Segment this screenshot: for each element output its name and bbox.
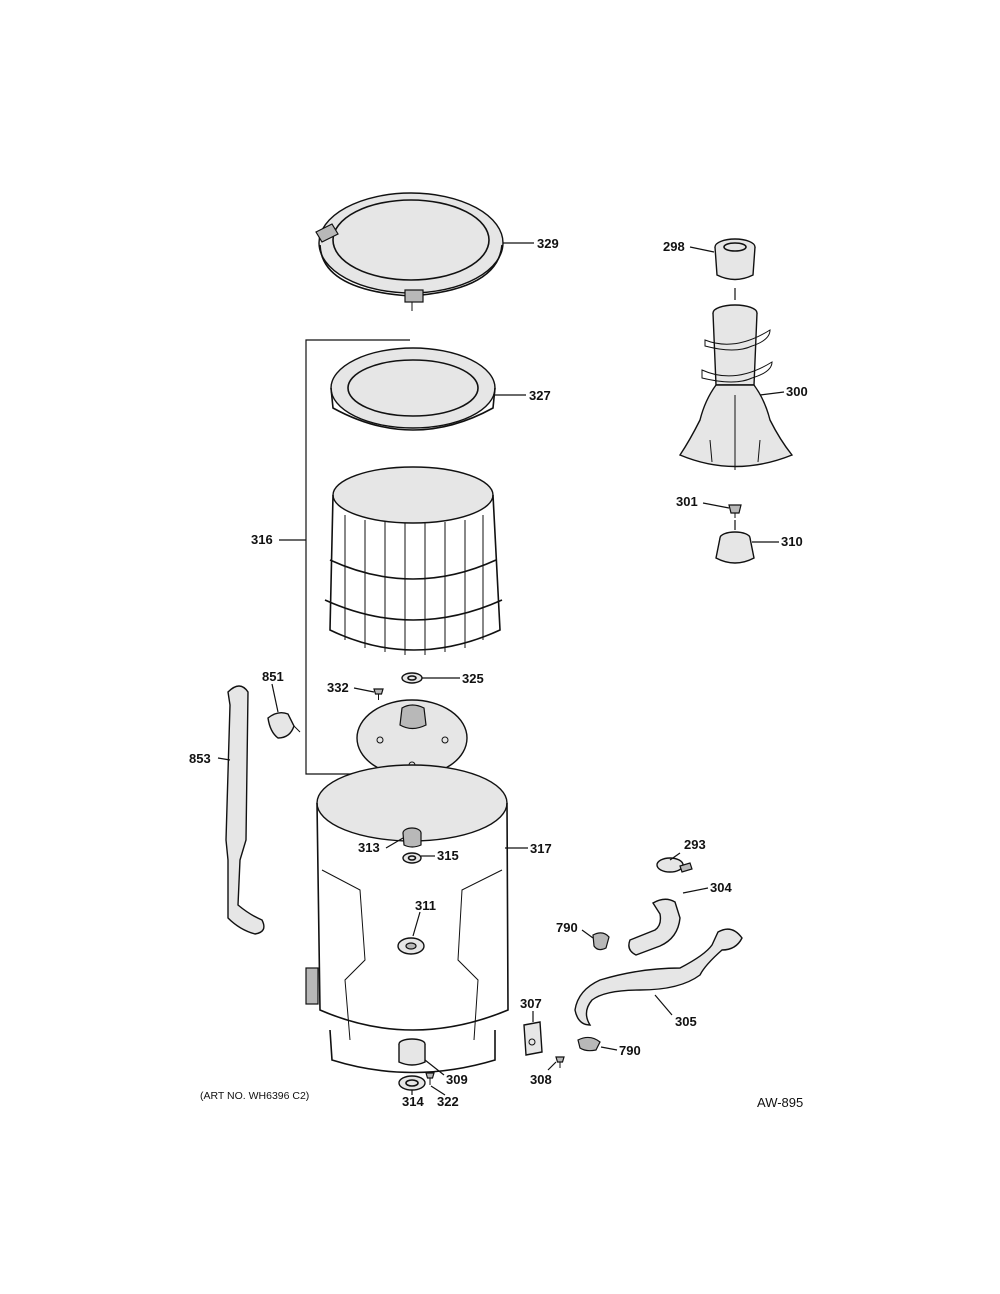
part-298-agitator-cap	[714, 238, 756, 281]
part-790-clamp-lower	[577, 1036, 601, 1052]
part-311-seal	[397, 937, 425, 955]
part-329-tub-cover	[315, 192, 504, 311]
label-309: 309	[446, 1072, 468, 1087]
label-853: 853	[189, 751, 211, 766]
part-293-hose-clamp	[656, 857, 693, 873]
part-309-hub	[398, 1038, 426, 1066]
part-spin-basket	[324, 466, 503, 655]
part-308-screw	[555, 1056, 565, 1068]
label-317: 317	[530, 841, 552, 856]
label-314: 314	[402, 1094, 424, 1109]
label-310: 310	[781, 534, 803, 549]
label-311: 311	[415, 898, 436, 913]
label-332: 332	[327, 680, 349, 695]
label-790-lower: 790	[619, 1043, 641, 1058]
part-322-screw	[425, 1072, 435, 1085]
label-327: 327	[529, 388, 551, 403]
label-300: 300	[786, 384, 808, 399]
part-313-nut	[402, 827, 422, 848]
part-317-outer-tub	[305, 764, 509, 1074]
label-851: 851	[262, 669, 284, 684]
part-315-washer	[402, 852, 422, 864]
label-313: 313	[358, 840, 380, 855]
part-853-tube	[225, 685, 265, 935]
diagram-code: AW-895	[757, 1095, 803, 1110]
label-307: 307	[520, 996, 542, 1011]
label-329: 329	[537, 236, 559, 251]
label-298: 298	[663, 239, 685, 254]
part-300-agitator	[678, 304, 794, 470]
label-301: 301	[676, 494, 698, 509]
label-316: 316	[251, 532, 273, 547]
part-307-bracket	[523, 1021, 543, 1056]
part-labels: 329 298 300 327 316 301 310 332 325 851 …	[189, 236, 808, 1109]
label-325: 325	[462, 671, 484, 686]
part-310-nut	[715, 531, 755, 564]
part-851-bushing	[267, 711, 301, 739]
label-305: 305	[675, 1014, 697, 1029]
leader-lines	[217, 242, 785, 1096]
part-314-gasket	[398, 1075, 426, 1091]
part-325-washer	[401, 672, 423, 684]
part-790-clamp-upper	[592, 932, 610, 951]
label-315: 315	[437, 848, 459, 863]
part-301-screw	[728, 504, 742, 518]
label-322: 322	[437, 1094, 459, 1109]
part-332-screw	[373, 688, 384, 700]
label-304: 304	[710, 880, 732, 895]
label-308: 308	[530, 1072, 552, 1087]
part-hub-plate	[356, 699, 468, 777]
part-305-drain-hose	[574, 928, 743, 1026]
art-number: (ART NO. WH6396 C2)	[200, 1090, 309, 1102]
part-304-elbow-hose	[628, 898, 681, 956]
label-293: 293	[684, 837, 706, 852]
part-327-balance-ring	[330, 347, 496, 431]
label-790-upper: 790	[556, 920, 578, 935]
